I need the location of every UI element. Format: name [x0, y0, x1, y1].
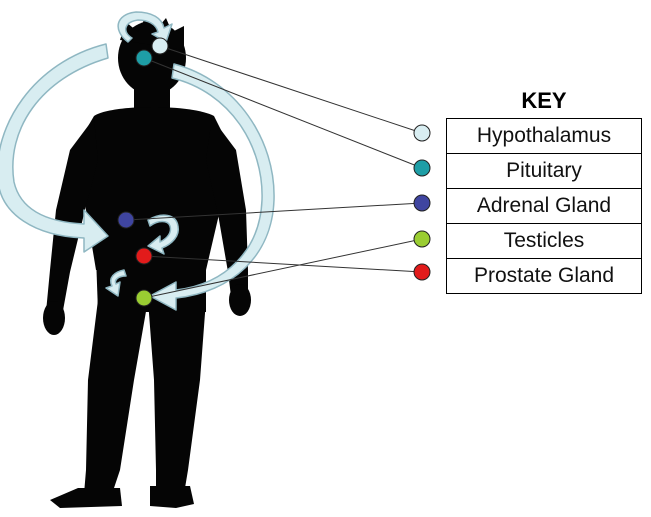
key-label-adrenal-gland: Adrenal Gland	[447, 189, 641, 224]
key-testicles-dot	[414, 231, 430, 247]
key-label-pituitary: Pituitary	[447, 154, 641, 189]
prostate-body-dot	[136, 248, 152, 264]
key-dots	[414, 125, 430, 280]
key-label-testicles: Testicles	[447, 224, 641, 259]
key-label-prostate-gland: Prostate Gland	[447, 259, 641, 293]
key-label-hypothalamus: Hypothalamus	[447, 119, 641, 154]
adrenal-body-dot	[118, 212, 134, 228]
key-adrenal-dot	[414, 195, 430, 211]
key-prostate-dot	[414, 264, 430, 280]
testicles-body-dot	[136, 290, 152, 306]
key-hypothalamus-dot	[414, 125, 430, 141]
key-title: KEY	[446, 88, 642, 114]
pituitary-body-dot	[136, 50, 152, 66]
hypothalamus-body-dot	[152, 38, 168, 54]
key-table: Hypothalamus Pituitary Adrenal Gland Tes…	[446, 118, 642, 294]
key-pituitary-dot	[414, 160, 430, 176]
